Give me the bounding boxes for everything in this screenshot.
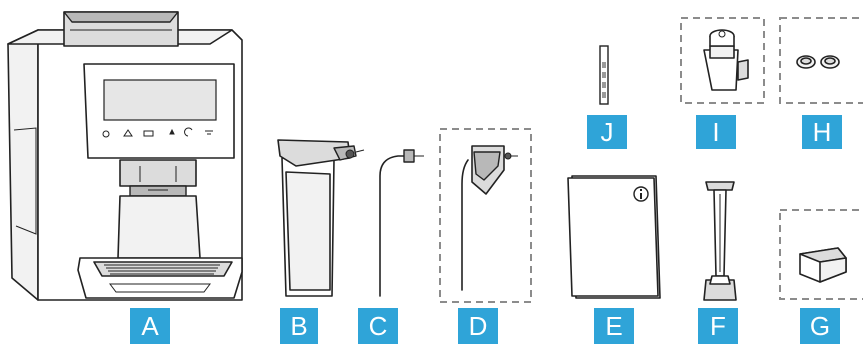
label-e-text: E bbox=[605, 311, 622, 341]
label-f-text: F bbox=[710, 311, 726, 341]
test-strip-illustration bbox=[599, 45, 609, 105]
label-j: J bbox=[587, 115, 627, 149]
descaling-tablets-illustration bbox=[779, 17, 863, 104]
water-filter-illustration bbox=[680, 17, 765, 104]
label-f: F bbox=[698, 308, 738, 344]
instruction-manual-illustration bbox=[567, 175, 661, 299]
milk-tube-holder-illustration bbox=[439, 128, 532, 303]
label-g: G bbox=[800, 308, 840, 344]
info-icon bbox=[633, 186, 649, 202]
label-g-text: G bbox=[810, 311, 830, 341]
label-h-text: H bbox=[813, 117, 832, 147]
label-b-text: B bbox=[290, 311, 307, 341]
cleaning-tablets-illustration bbox=[779, 209, 863, 300]
label-i: I bbox=[696, 115, 736, 149]
label-a-text: A bbox=[141, 311, 159, 341]
milk-container-illustration bbox=[277, 139, 365, 297]
label-b: B bbox=[280, 308, 318, 344]
label-d: D bbox=[458, 308, 498, 344]
milk-tube-illustration bbox=[379, 149, 424, 297]
label-i-text: I bbox=[712, 117, 719, 147]
label-h: H bbox=[802, 115, 842, 149]
label-d-text: D bbox=[469, 311, 488, 341]
label-e: E bbox=[594, 308, 634, 344]
label-c: C bbox=[358, 308, 398, 344]
label-j-text: J bbox=[601, 117, 614, 147]
label-a: A bbox=[130, 308, 170, 344]
coffee-machine-illustration bbox=[7, 11, 243, 301]
measuring-spoon-illustration bbox=[703, 181, 737, 301]
label-c-text: C bbox=[369, 311, 388, 341]
